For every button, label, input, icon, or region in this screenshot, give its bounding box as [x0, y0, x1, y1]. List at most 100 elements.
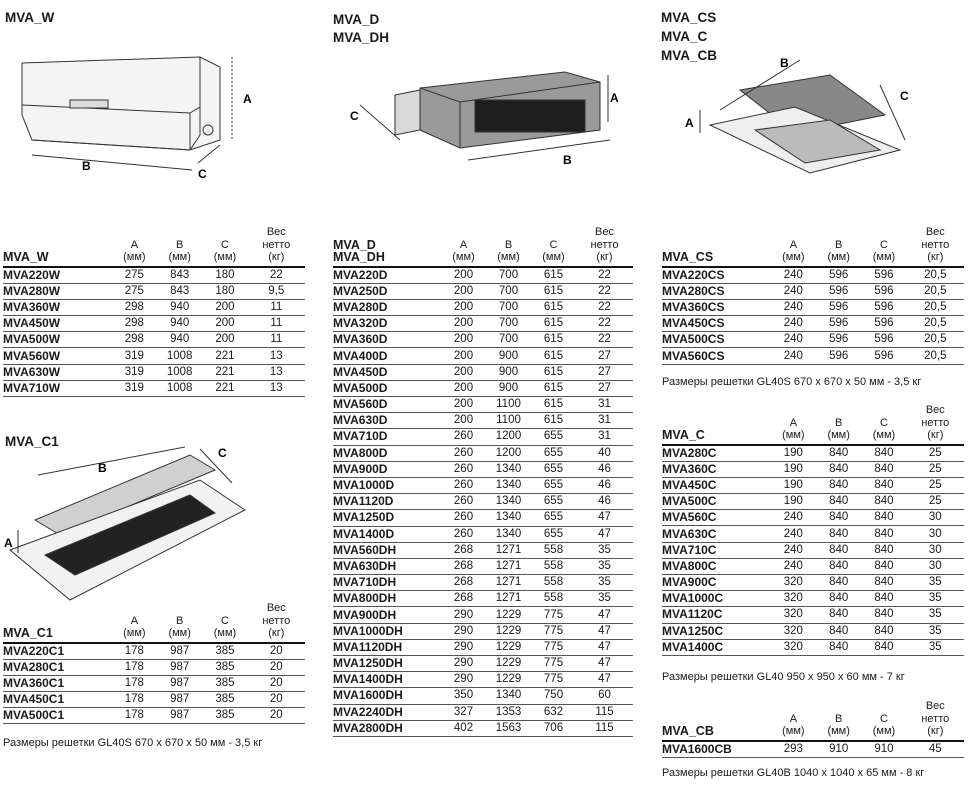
- model-cell: MVA220D: [333, 266, 441, 284]
- value-cell: 35: [576, 557, 633, 575]
- model-cell: MVA900DH: [333, 606, 441, 624]
- model-cell: MVA450W: [3, 315, 112, 332]
- value-cell: 22: [576, 298, 633, 316]
- value-cell: 275: [111, 282, 158, 300]
- value-cell: 558: [531, 557, 576, 575]
- value-cell: 320: [770, 638, 817, 656]
- value-cell: 11: [247, 298, 305, 316]
- model-cell: MVA280C: [662, 444, 771, 462]
- value-cell: 260: [441, 428, 486, 446]
- value-cell: 268: [441, 590, 486, 607]
- value-cell: 293: [770, 740, 817, 758]
- model-header-label: MVA_C: [662, 428, 705, 442]
- dim-header-letter: B: [175, 614, 184, 627]
- dim-label-a: A: [243, 92, 252, 106]
- weight-header-line: (кг): [596, 251, 613, 263]
- value-cell: 1340: [486, 509, 531, 526]
- section-title-dh: MVA_DH: [333, 30, 390, 45]
- value-cell: 940: [157, 331, 203, 348]
- model-cell: MVA320D: [333, 315, 441, 332]
- value-cell: 843: [157, 266, 203, 284]
- dim-header-letter: B: [834, 416, 843, 429]
- model-cell: MVA1000DH: [333, 622, 441, 640]
- model-cell: MVA1000D: [333, 476, 441, 494]
- value-cell: 260: [441, 476, 486, 494]
- value-cell: 240: [770, 331, 817, 348]
- value-cell: 25: [906, 444, 964, 462]
- value-cell: 940: [157, 315, 203, 332]
- model-cell: MVA1120DH: [333, 638, 441, 656]
- value-cell: 260: [441, 493, 486, 510]
- value-cell: 615: [531, 379, 576, 397]
- value-cell: 200: [441, 395, 486, 413]
- value-cell: 1340: [486, 687, 531, 705]
- model-cell: MVA220C1: [3, 642, 112, 660]
- duct-unit-drawing: A B C: [350, 71, 619, 167]
- value-cell: 46: [576, 460, 633, 478]
- value-cell: 1229: [486, 671, 531, 688]
- value-cell: 221: [202, 379, 248, 398]
- value-cell: 260: [441, 460, 486, 478]
- value-cell: 1340: [486, 525, 531, 543]
- dim-label-b: B: [98, 461, 107, 475]
- value-cell: 268: [441, 557, 486, 575]
- value-cell: 1100: [486, 412, 531, 429]
- model-cell: MVA450C1: [3, 691, 112, 708]
- wall-unit-drawing: A B C: [21, 56, 252, 181]
- model-cell: MVA630W: [3, 363, 112, 381]
- value-cell: 11: [247, 331, 305, 348]
- value-cell: 190: [770, 444, 817, 462]
- model-cell: MVA1120C: [662, 606, 771, 624]
- value-cell: 840: [816, 525, 862, 543]
- model-cell: MVA400D: [333, 347, 441, 365]
- value-cell: 900: [486, 379, 531, 397]
- value-cell: 840: [861, 638, 907, 656]
- dim-header-unit: (мм): [123, 627, 146, 639]
- value-cell: 840: [816, 444, 862, 462]
- value-cell: 190: [770, 460, 817, 478]
- dim-header-c: C(мм): [202, 226, 247, 267]
- model-cell: MVA500CS: [662, 331, 771, 348]
- value-cell: 20,5: [906, 282, 964, 300]
- value-cell: 1271: [486, 574, 531, 591]
- model-cell: MVA500W: [3, 331, 112, 348]
- value-cell: 402: [441, 719, 486, 737]
- value-cell: 200: [441, 379, 486, 397]
- value-cell: 240: [770, 315, 817, 332]
- model-cell: MVA630C: [662, 525, 771, 543]
- model-cell: MVA280CS: [662, 282, 771, 300]
- model-cell: MVA560D: [333, 395, 441, 413]
- value-cell: 615: [531, 347, 576, 365]
- dim-header-letter: A: [789, 712, 798, 725]
- model-cell: MVA1250DH: [333, 654, 441, 672]
- dim-header-unit: (мм): [213, 251, 237, 263]
- weight-header-line: (кг): [927, 429, 944, 441]
- dim-header-letter: B: [175, 238, 184, 251]
- value-cell: 840: [861, 476, 907, 494]
- value-cell: 596: [861, 266, 907, 284]
- value-cell: 46: [576, 493, 633, 510]
- grille-note-cs: Размеры решетки GL40S 670 x 670 x 50 мм …: [662, 376, 922, 388]
- dim-header-letter: C: [879, 712, 888, 725]
- model-cell: MVA450C: [662, 476, 771, 494]
- value-cell: 1563: [486, 719, 531, 737]
- value-cell: 596: [816, 347, 862, 365]
- value-cell: 30: [906, 525, 964, 543]
- value-cell: 596: [816, 282, 862, 300]
- value-cell: 180: [202, 282, 248, 300]
